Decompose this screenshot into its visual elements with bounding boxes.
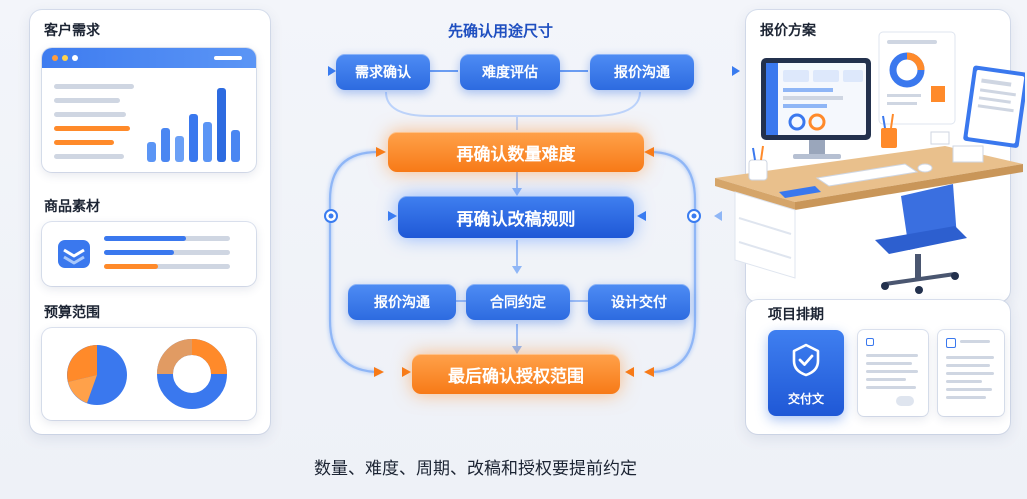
bottom-caption: 数量、难度、周期、改稿和授权要提前约定	[314, 459, 637, 479]
connector-loop-left	[328, 150, 381, 374]
delivery-card: 交付文	[768, 330, 844, 416]
document-icon	[858, 330, 928, 416]
flow-top-label: 先确认用途尺寸	[448, 22, 554, 40]
desk-illustration-icon	[715, 31, 1025, 294]
step-requirement-confirm: 需求确认	[336, 54, 430, 90]
step-quote-communicate-2: 报价沟通	[348, 284, 456, 320]
product-materials-card	[42, 222, 256, 286]
step-difficulty-evaluate: 难度评估	[460, 54, 560, 90]
step-contract-agreement: 合同约定	[466, 284, 570, 320]
pie-chart-icon	[67, 345, 127, 405]
browser-icon	[42, 48, 256, 68]
schedule-title: 项目排期	[768, 307, 824, 323]
step-confirm-quantity: 再确认数量难度	[388, 132, 644, 172]
check-shield-icon	[792, 343, 820, 377]
step-quote-communicate: 报价沟通	[590, 54, 694, 90]
quotation-title: 报价方案	[760, 23, 816, 39]
donut-chart-icon	[157, 339, 227, 409]
step-design-delivery: 设计交付	[588, 284, 690, 320]
connector-loop-right	[649, 150, 697, 374]
step-confirm-revision-rules: 再确认改稿规则	[398, 196, 634, 238]
product-materials-title: 商品素材	[44, 199, 100, 215]
stack-icon	[54, 234, 94, 274]
delivery-label: 交付文	[787, 392, 824, 406]
step-final-authorization: 最后确认授权范围	[412, 354, 620, 394]
customer-needs-card	[42, 48, 256, 172]
budget-scope-title: 预算范围	[44, 305, 100, 321]
chart-icon	[147, 84, 247, 162]
document-icon-2	[938, 330, 1004, 416]
customer-needs-title: 客户需求	[44, 23, 100, 39]
budget-scope-card	[42, 328, 256, 420]
